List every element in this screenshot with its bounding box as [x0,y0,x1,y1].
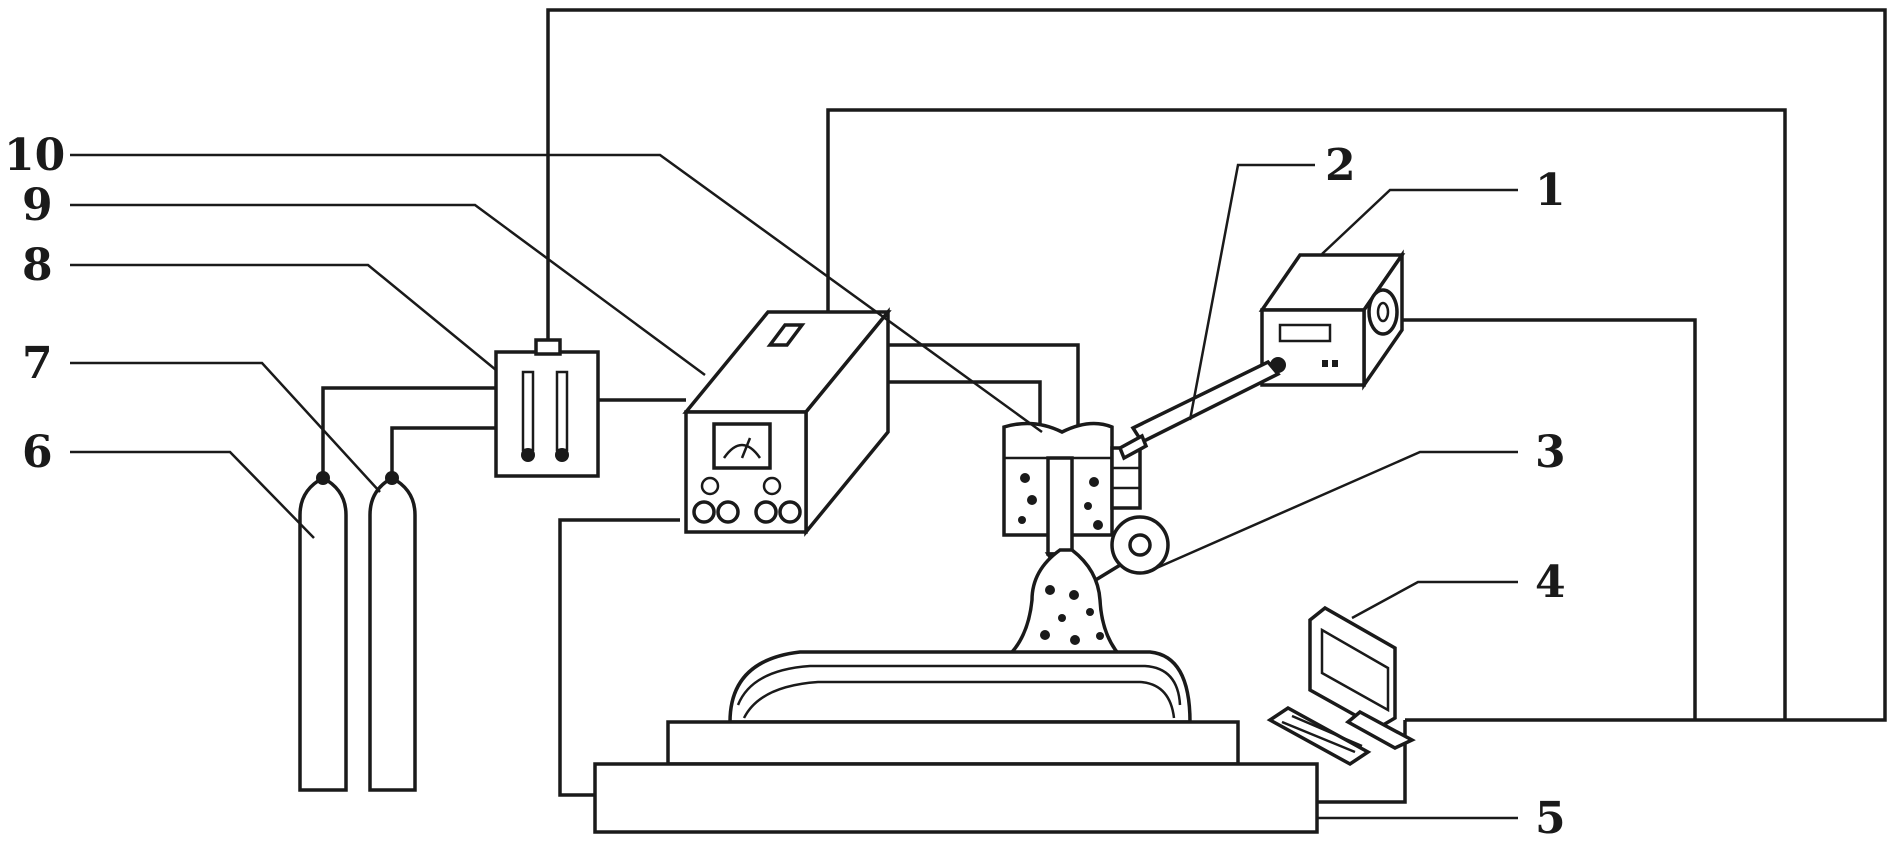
callout-7: 7 [22,338,53,389]
callout-1: 1 [1535,165,1566,216]
deposited-layers [728,650,1192,724]
optical-fiber-2 [1117,359,1281,461]
callout-9: 9 [22,180,53,231]
gas-cylinder-6 [298,471,348,792]
leader-lines [70,153,1518,820]
power-supply-9 [682,307,892,537]
control-wiring [321,8,1887,804]
callout-6: 6 [22,427,53,478]
callout-8: 8 [22,240,53,291]
callout-4: 4 [1535,557,1566,608]
gas-cylinder-7 [368,471,417,792]
callout-2: 2 [1325,140,1356,191]
worktable-5 [593,720,1319,834]
callout-labels: 10 9 8 7 6 2 1 3 4 5 [4,130,1566,844]
wire-feeder-3 [1075,515,1170,594]
callout-3: 3 [1535,427,1566,478]
computer-4 [1266,605,1416,767]
callout-5: 5 [1535,793,1566,844]
laser-source-1 [1258,249,1406,391]
gas-flowmeter-8 [494,338,600,478]
callout-10: 10 [4,130,65,181]
